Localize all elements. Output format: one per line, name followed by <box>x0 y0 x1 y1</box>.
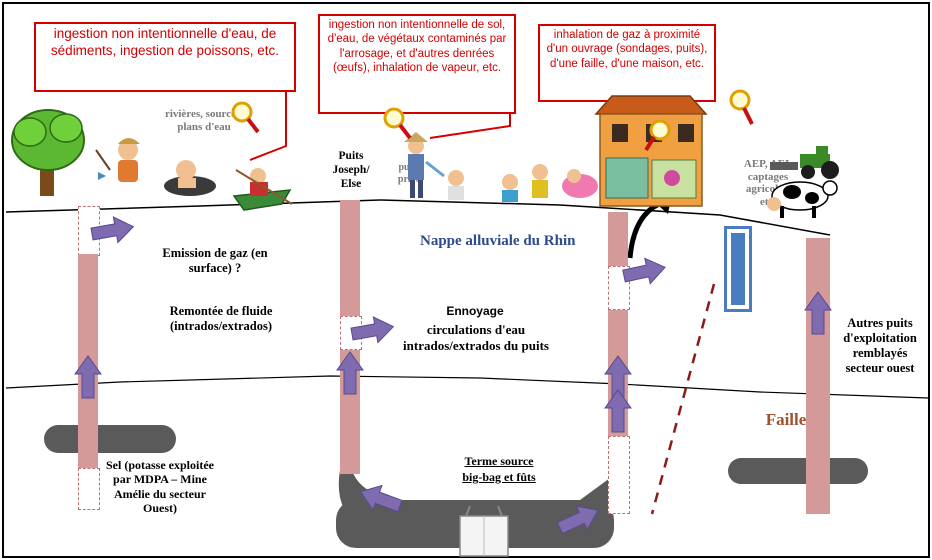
canoe-icon <box>232 168 293 211</box>
label-gas-emission: Emission de gaz (en surface) ? <box>162 246 268 275</box>
label-other-wells: Autres puits d'exploitation remblayés se… <box>843 316 917 375</box>
aquifer-base-line <box>5 375 929 399</box>
children-icon <box>448 164 598 202</box>
magnifier-icon <box>231 101 260 134</box>
callout-water: ingestion non intentionnelle d'eau, de s… <box>34 22 296 92</box>
salt-layer-left <box>44 425 176 453</box>
magnifier-icon <box>383 107 412 140</box>
label-source-term-1: Terme source <box>464 454 534 468</box>
label-aquifer: Nappe alluviale du Rhin <box>420 233 576 249</box>
aep-well <box>724 226 752 312</box>
salt-layer-right <box>728 458 868 484</box>
label-rivers: rivières, sources, plans d'eau <box>164 108 244 133</box>
ground-surface-line <box>5 199 831 236</box>
label-source-term-2: big-bag et fûts <box>462 470 536 484</box>
house-icon <box>594 95 708 207</box>
label-fluid-rise: Remontée de fluide (intrados/extrados) <box>169 304 273 333</box>
well-left-lower-dashed <box>78 468 100 510</box>
big-bag-icon <box>459 505 509 557</box>
fisher-icon <box>95 138 140 182</box>
callout-soil: ingestion non intentionnelle de sol, d'e… <box>318 14 516 114</box>
magnifier-icon <box>644 119 671 152</box>
gardener-icon <box>404 132 445 198</box>
label-flooding-desc: circulations d'eau intrados/extrados du … <box>403 322 549 353</box>
label-fault: Faille <box>765 410 807 429</box>
label-well-joseph: Puits Joseph/ Else <box>332 150 370 190</box>
callout-pointer-water <box>249 88 287 161</box>
tree-icon <box>11 109 85 196</box>
label-flooding-title: Ennoyage <box>446 304 504 318</box>
label-salt: Sel (potasse exploitée par MDPA – Mine A… <box>106 458 214 516</box>
tractor-icon <box>770 146 839 179</box>
cow-icon <box>767 180 838 218</box>
callout-gas: inhalation de gaz à proximité d'un ouvra… <box>538 24 716 102</box>
fault-line <box>650 283 716 515</box>
swimmer-icon <box>164 160 216 196</box>
well-house-dashed-2 <box>608 436 630 514</box>
magnifier-icon <box>729 89 754 125</box>
well-right-shaft <box>806 238 830 514</box>
